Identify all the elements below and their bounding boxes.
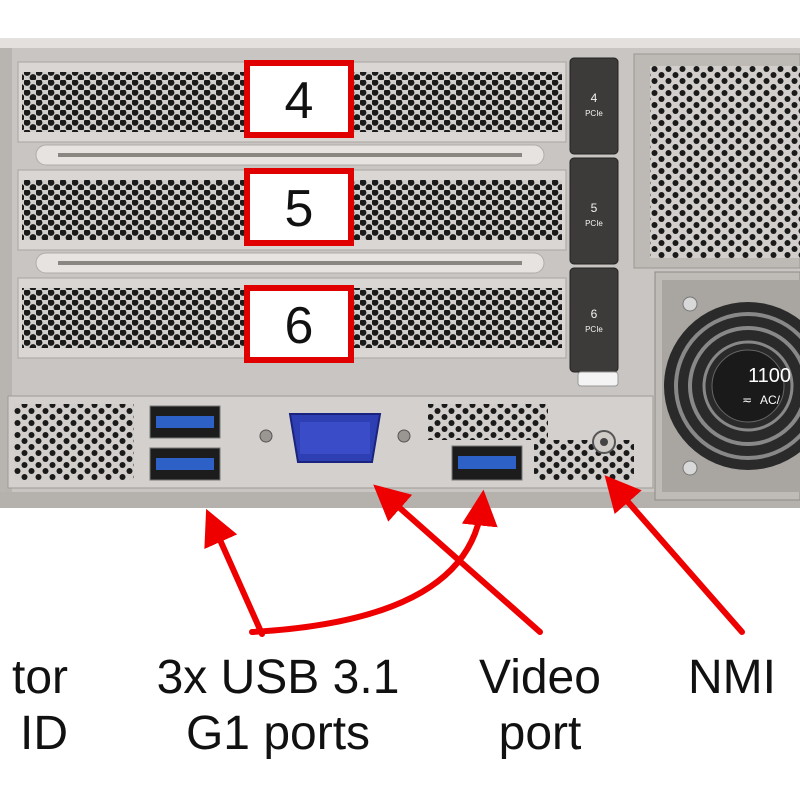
callout-video-line2: port <box>498 707 582 760</box>
io-panel-vent-right <box>428 404 548 440</box>
vga-video-connector <box>259 413 411 463</box>
callout-left-partial-line2: ID <box>20 707 68 760</box>
callout-nmi: NMI <box>688 650 800 706</box>
slot-tab-5-label: PCIe <box>585 219 603 228</box>
callout-video-port: Video port <box>450 650 630 762</box>
slot-divider-1-groove <box>58 153 522 157</box>
callout-usb-ports: 3x USB 3.1 G1 ports <box>118 650 438 762</box>
psu-ac-symbol: ≂ <box>742 393 752 407</box>
slot-number-box-4 <box>244 60 354 138</box>
io-panel-vent-nmi <box>534 440 634 480</box>
callout-nmi-line1: NMI <box>688 651 776 704</box>
psu-rating: 1100 <box>748 365 791 387</box>
io-panel-vent-left <box>14 404 134 480</box>
callout-usb-line2: G1 ports <box>185 707 371 760</box>
nmi-arrow <box>604 475 745 635</box>
callout-usb-line1: 3x USB 3.1 <box>156 651 400 704</box>
callout-left-partial: tor ID <box>0 650 68 762</box>
slot-number-6: 6 <box>285 297 314 355</box>
upper-right-vent-grille <box>650 66 800 258</box>
psu-input: AC/ <box>760 393 781 407</box>
slot-number-5: 5 <box>285 180 314 238</box>
slot-tab-5-number: 5 <box>591 201 598 215</box>
nmi-button <box>592 430 616 454</box>
slot-tab-4: 4 PCIe <box>569 57 619 155</box>
slot-tab-4-number: 4 <box>591 91 598 105</box>
slot-tab-4-label: PCIe <box>585 109 603 118</box>
video-arrow <box>373 484 543 635</box>
slot-tab-5: 5 PCIe <box>569 157 619 265</box>
callout-left-partial-line1: tor <box>11 651 68 704</box>
slot-latch <box>577 371 619 387</box>
slot-number-box-5 <box>244 168 354 246</box>
callout-video-line1: Video <box>479 651 601 704</box>
chassis-left-strip <box>0 48 12 492</box>
slot-tab-6: 6 PCIe <box>569 267 619 373</box>
slot-number-box-6 <box>244 285 354 363</box>
callout-arrows <box>204 475 745 637</box>
slot-tab-6-label: PCIe <box>585 325 603 334</box>
slot-divider-2-groove <box>58 261 522 265</box>
usb-arrow-right <box>249 489 498 635</box>
slot-tab-6-number: 6 <box>591 307 598 321</box>
usb-arrow-left <box>204 508 265 637</box>
chassis-top-edge <box>0 38 800 48</box>
slot-number-4: 4 <box>285 72 314 130</box>
power-supply: 1100 AC/ ≂ <box>654 271 800 501</box>
